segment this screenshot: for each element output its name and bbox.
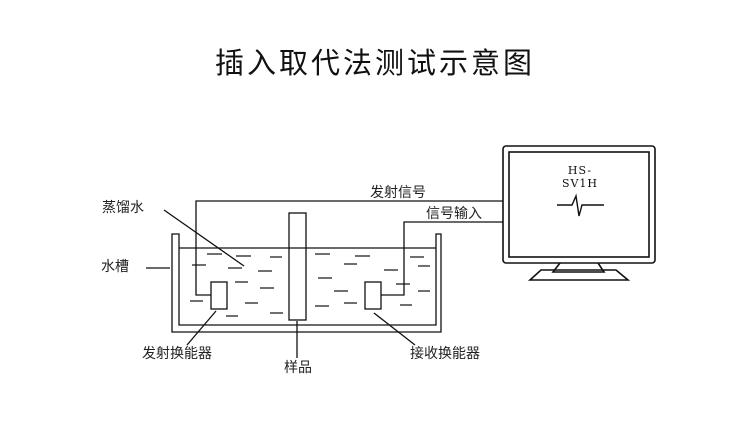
label-transmit-transducer: 发射换能器 [142,346,212,362]
diagram-title: 插入取代法测试示意图 [214,46,535,80]
label-water-tank: 水槽 [101,259,129,275]
label-distilled-water: 蒸馏水 [102,200,144,216]
label-sample: 样品 [284,360,312,376]
monitor-neck [551,262,606,273]
label-signal-input: 信号输入 [426,206,482,222]
leader-transmit-transducer [186,310,217,346]
label-transmit-signal: 发射信号 [370,185,426,201]
leader-receive-transducer [373,312,416,346]
monitor-stand [527,269,631,281]
monitor-model-label: HS-SV1H [561,164,599,190]
label-receive-transducer: 接收换能器 [410,346,480,362]
monitor-bezel [502,145,656,264]
monitor [502,145,656,281]
tank-outer-wall [171,233,442,333]
signal-input-cable [381,221,503,296]
water-wave-marks [190,253,430,317]
receive-transducer [364,281,382,310]
monitor-screen [508,151,650,258]
transmit-signal-cable [195,200,503,296]
sample-block [288,212,307,321]
transmit-transducer [210,281,228,310]
waveform-trace [557,193,604,217]
leader-distilled-water [163,209,245,267]
